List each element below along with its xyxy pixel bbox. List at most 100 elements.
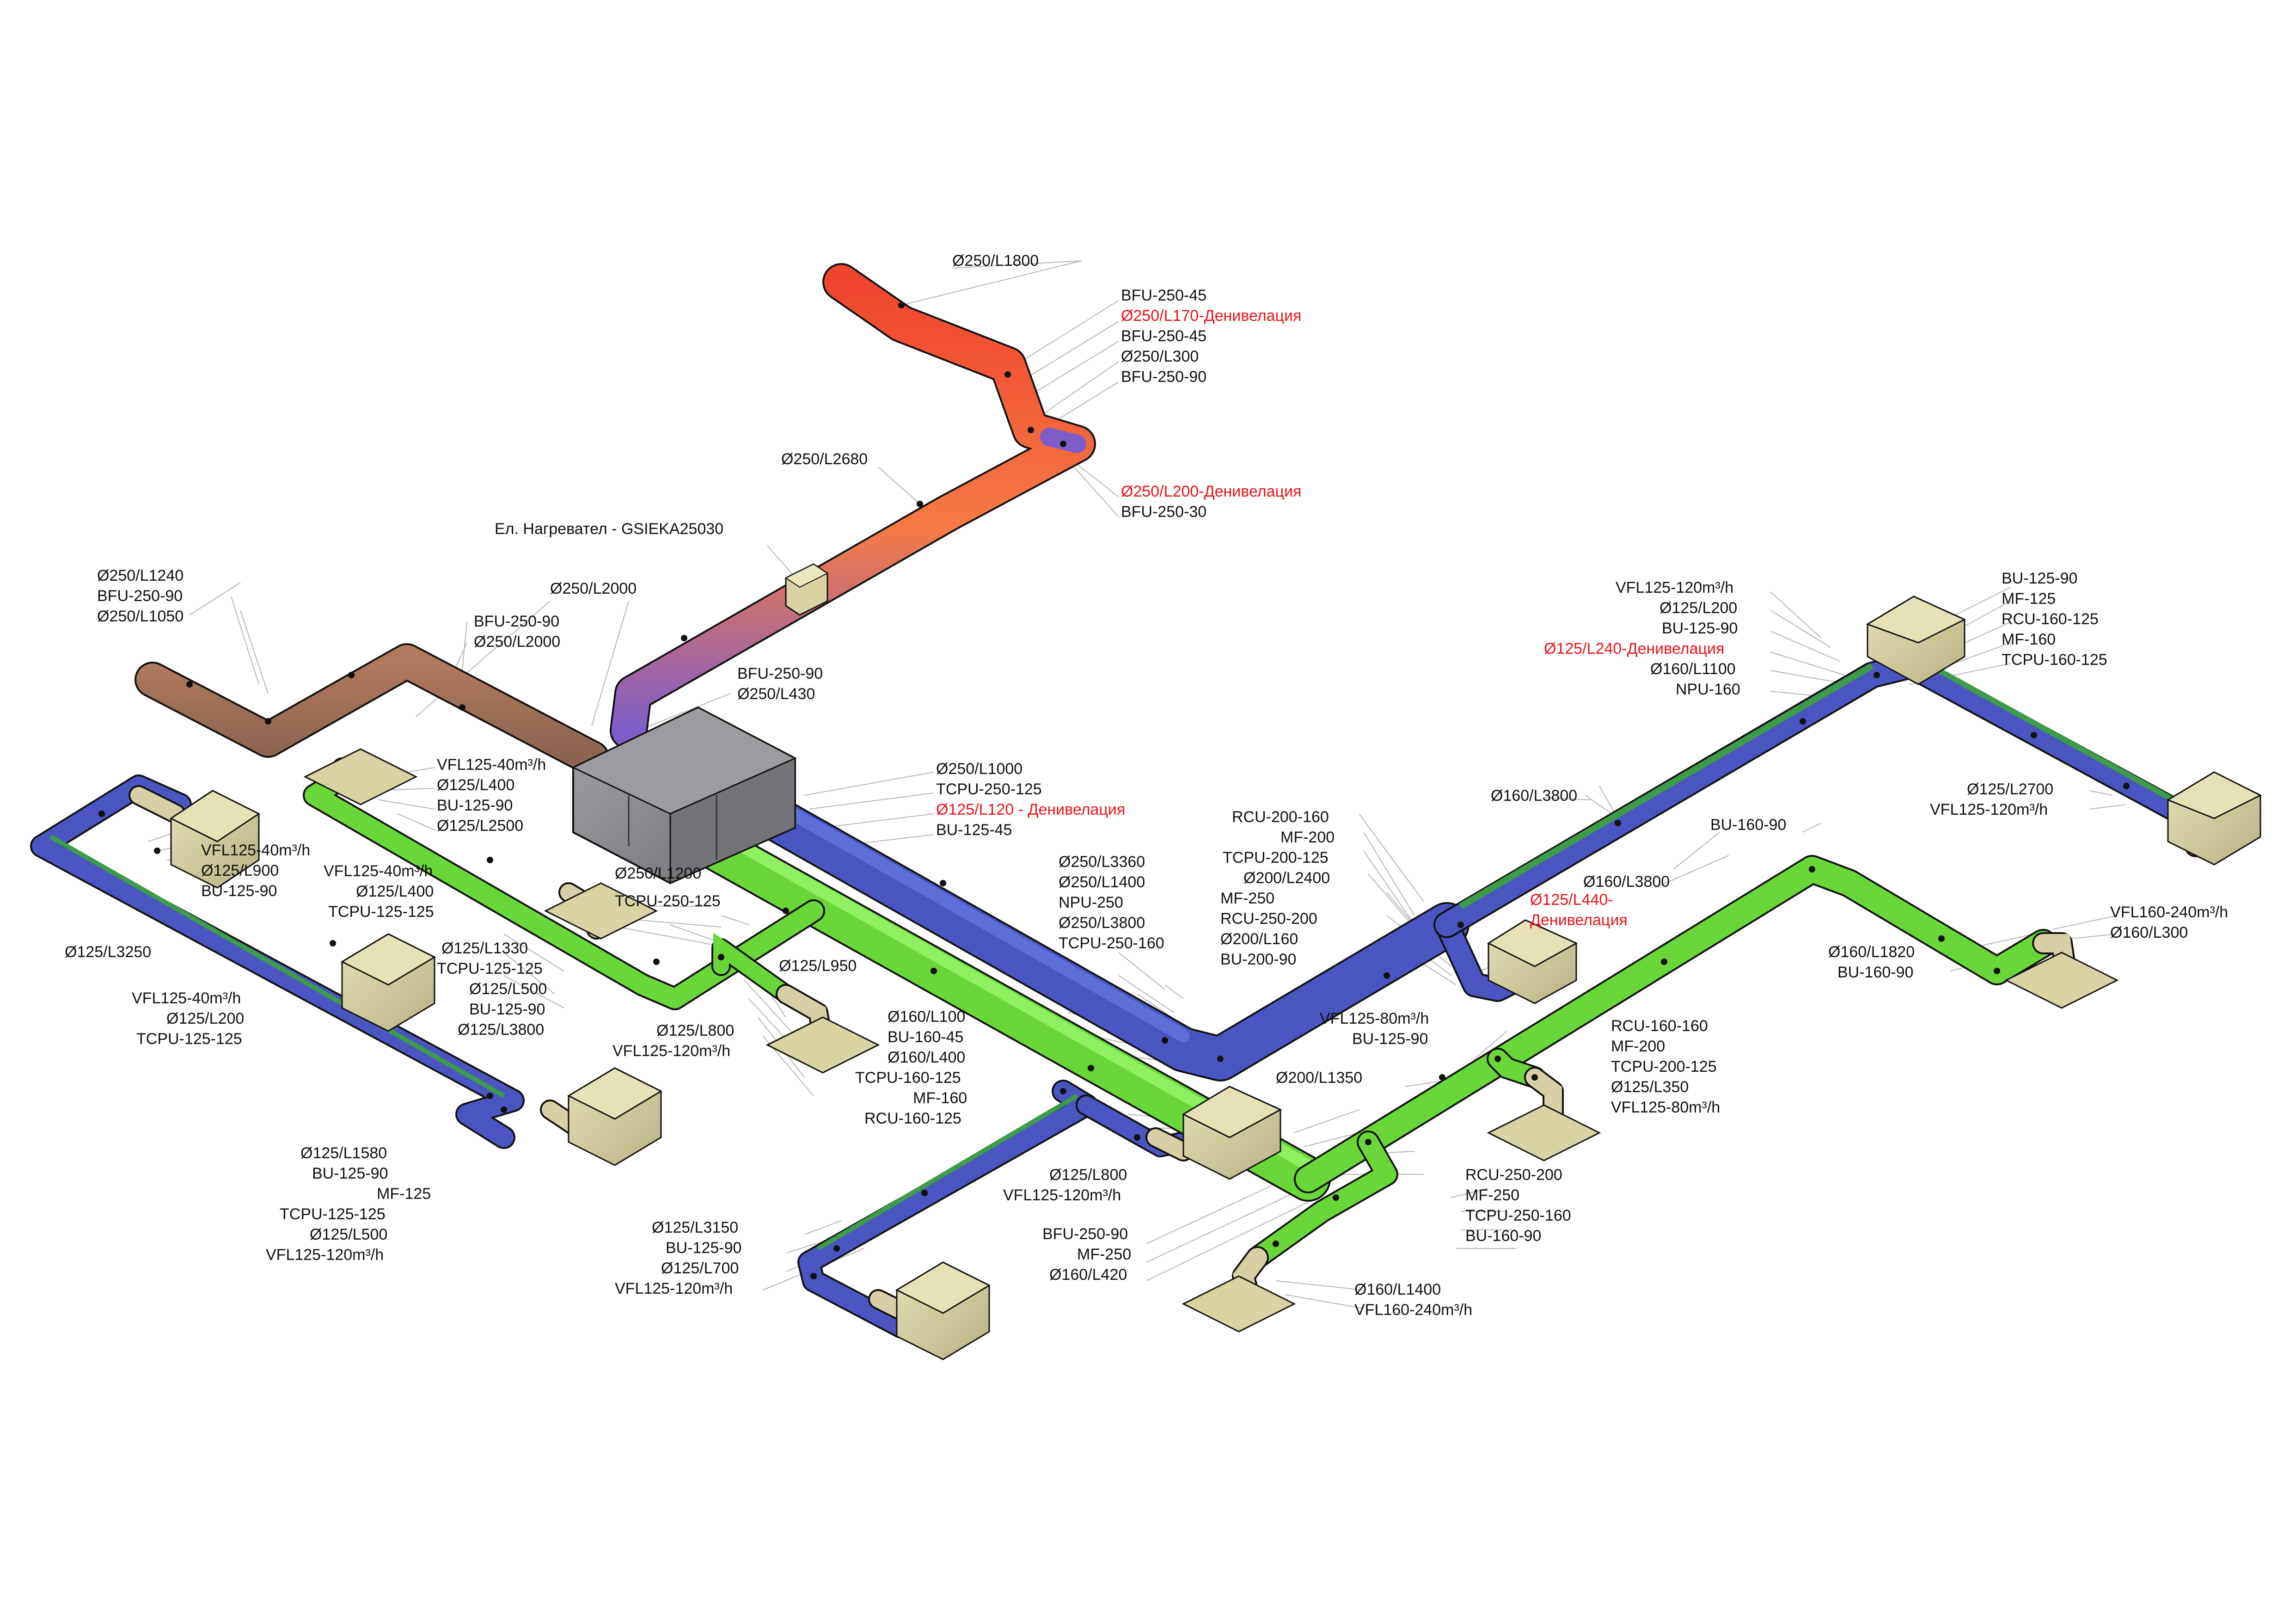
diffuser-plate-4 [1487, 1104, 1601, 1161]
label-l049: TCPU-125-125 [136, 1030, 242, 1048]
label-l075: RCU-160-125 [2002, 610, 2099, 628]
outdoor-air-duct [135, 643, 610, 776]
label-l017: BFU-250-90 [737, 665, 823, 682]
label-l007: Ø250/L2680 [781, 450, 868, 468]
label-l040: Ø125/L3250 [65, 943, 151, 961]
label-l074: MF-125 [2002, 590, 2056, 608]
label-l035: Ø250/L3360 [1059, 853, 1145, 871]
label-l114: Ø160/L420 [1049, 1266, 1127, 1284]
label-l048: Ø125/L200 [166, 1010, 244, 1027]
label-l053: BU-160-45 [888, 1028, 963, 1046]
label-l100: Ø125/L500 [310, 1226, 387, 1243]
label-l054: Ø160/L400 [888, 1049, 965, 1066]
extract-branch-right [1433, 652, 2194, 1002]
label-l026: BU-125-45 [936, 821, 1012, 839]
label-l086: Ø160/L1820 [1828, 943, 1915, 961]
label-l069: BU-125-90 [1662, 620, 1738, 637]
label-l039: TCPU-250-160 [1059, 934, 1164, 952]
label-l084: VFL160-240m³/h [2110, 903, 2228, 921]
device-box-3 [567, 1067, 663, 1166]
label-l019: VFL125-40m³/h [437, 756, 546, 774]
label-l061: Ø200/L2400 [1243, 869, 1330, 887]
label-l002: BFU-250-45 [1121, 287, 1206, 304]
label-l090: RCU-160-160 [1611, 1017, 1708, 1035]
label-l092: TCPU-200-125 [1611, 1058, 1717, 1075]
label-l051: VFL125-120m³/h [612, 1042, 730, 1060]
air-handling-unit [571, 706, 797, 885]
label-l058: RCU-200-160 [1232, 808, 1329, 826]
label-l018: Ø250/L430 [737, 685, 815, 703]
label-l111: VFL125-120m³/h [615, 1280, 733, 1297]
label-l022: Ø125/L2500 [437, 817, 523, 835]
label-l038: Ø250/L3800 [1059, 914, 1145, 932]
label-l106: TCPU-250-160 [1465, 1207, 1571, 1224]
label-l093: Ø125/L350 [1611, 1078, 1689, 1096]
label-l052: Ø160/L100 [888, 1008, 965, 1026]
label-l072: NPU-160 [1676, 681, 1740, 698]
label-l013: Ø250/L1050 [97, 608, 184, 625]
label-l080: BU-160-90 [1710, 816, 1786, 834]
label-l068: Ø125/L200 [1659, 599, 1737, 617]
label-l059: MF-200 [1280, 829, 1335, 846]
label-l009: BFU-250-30 [1121, 503, 1206, 521]
label-l057: RCU-160-125 [864, 1110, 961, 1127]
label-l056: MF-160 [913, 1089, 967, 1107]
label-l083: Денивелация [1530, 911, 1628, 929]
label-l015: BFU-250-90 [474, 613, 559, 630]
label-l006: BFU-250-90 [1121, 368, 1206, 386]
device-box-2 [340, 933, 436, 1032]
label-l001: Ø250/L1800 [952, 252, 1039, 270]
label-l073: BU-125-90 [2002, 570, 2077, 587]
label-l115: Ø160/L1400 [1354, 1281, 1441, 1298]
device-box-6 [1487, 919, 1578, 1004]
diffuser-plate-1 [303, 748, 418, 805]
label-l094: VFL125-80m³/h [1611, 1099, 1720, 1116]
label-l066: Ø160/L3800 [1491, 787, 1577, 805]
device-box-4 [895, 1261, 991, 1360]
label-l105: MF-250 [1465, 1186, 1519, 1204]
label-l030: VFL125-40m³/h [324, 862, 433, 880]
label-l076: MF-160 [2002, 631, 2056, 648]
label-l082: Ø125/L440- [1530, 891, 1613, 909]
label-l087: BU-160-90 [1837, 964, 1913, 981]
diffuser-plate-5 [1182, 1275, 1296, 1333]
label-l113: MF-250 [1077, 1246, 1131, 1263]
label-l023: Ø250/L1000 [936, 760, 1022, 778]
label-l031: Ø125/L400 [356, 883, 434, 900]
diffuser-plate-2 [544, 882, 658, 940]
label-l088: VFL125-80m³/h [1320, 1010, 1429, 1027]
label-l008: Ø250/L200-Денивелация [1121, 483, 1301, 500]
labels: Ø250/L1800 BFU-250-45 Ø250/L170-Денивела… [65, 252, 2228, 1319]
label-l079: VFL125-120m³/h [1930, 801, 2048, 818]
label-l070: Ø125/L240-Денивелация [1544, 640, 1724, 657]
label-l078: Ø125/L2700 [1967, 780, 2053, 798]
label-l036: Ø250/L1400 [1059, 873, 1145, 891]
label-l071: Ø160/L1100 [1650, 660, 1736, 678]
label-l091: MF-200 [1611, 1038, 1665, 1055]
label-l010: Ел. Нагревател - GSIEKA25030 [495, 520, 723, 538]
label-l025: Ø125/L120 - Денивелация [936, 801, 1125, 818]
label-l041: Ø125/L1330 [441, 940, 528, 957]
label-l032: TCPU-125-125 [328, 903, 434, 921]
label-l062: MF-250 [1220, 890, 1274, 907]
label-l014: Ø250/L2000 [550, 580, 637, 597]
label-l043: Ø125/L500 [469, 980, 547, 998]
label-l103: VFL125-120m³/h [1003, 1186, 1121, 1204]
label-l110: Ø125/L700 [661, 1260, 739, 1277]
label-l109: BU-125-90 [666, 1239, 741, 1257]
exhaust-duct-orange [610, 263, 1096, 750]
label-l064: Ø200/L160 [1220, 930, 1298, 948]
label-l050: Ø125/L800 [656, 1022, 734, 1039]
label-l016: Ø250/L2000 [474, 633, 560, 651]
label-l033: Ø250/L1200 [615, 865, 701, 882]
supply-right-branch [1246, 855, 2057, 1269]
label-l021: BU-125-90 [437, 797, 513, 814]
label-l081: Ø160/L3800 [1583, 873, 1670, 891]
diffuser-plate-3 [765, 1016, 880, 1074]
label-l104: RCU-250-200 [1465, 1166, 1562, 1184]
label-l024: TCPU-250-125 [936, 780, 1042, 798]
label-l102: Ø125/L800 [1049, 1166, 1127, 1184]
device-box-5 [1182, 1086, 1282, 1180]
label-l097: BU-125-90 [312, 1165, 388, 1182]
